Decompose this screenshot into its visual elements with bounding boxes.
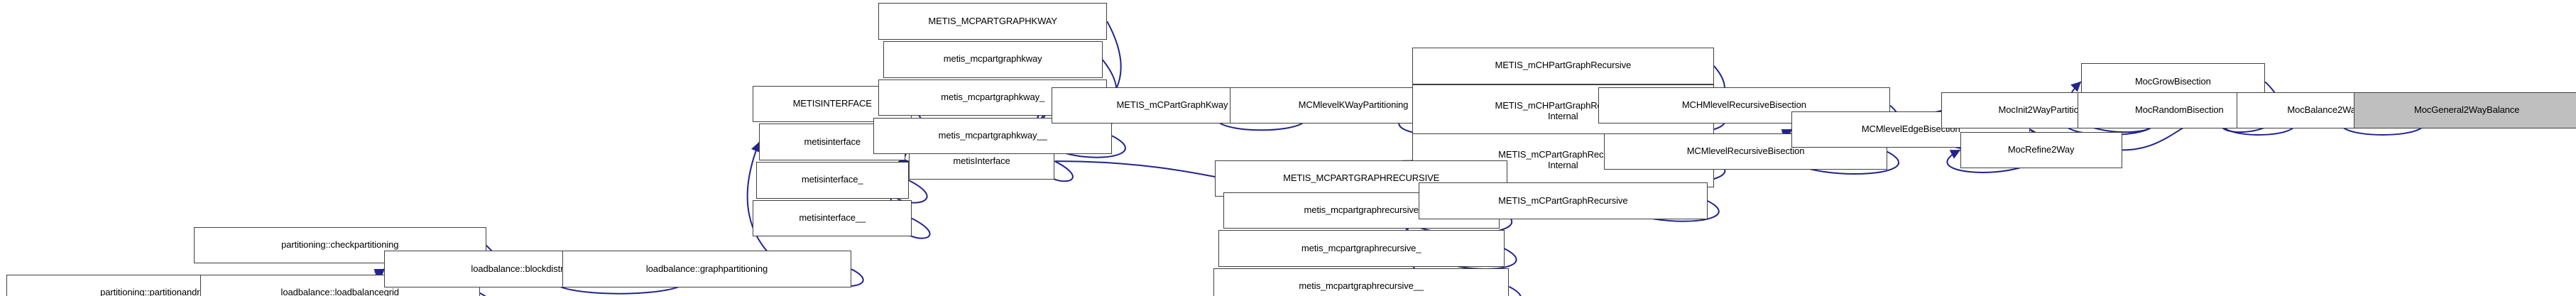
graph-node-metisinterface_[interactable]: metisinterface_ [755,162,909,199]
graph-node-mocrefine2way[interactable]: MocRefine2Way [1960,131,2122,169]
graph-node-metis_mcpartgraphkway[interactable]: metis_mcpartgraphkway [883,41,1103,78]
graph-node-metis_mcpartgraphkway[interactable]: METIS_MCPARTGRAPHKWAY [878,3,1108,40]
graph-node-metisinterface__[interactable]: metisinterface__ [753,199,912,237]
graph-edge [1405,200,1517,270]
graph-node-metis_mcpartgraphrecursive[interactable]: METIS_mCPartGraphRecursive [1418,182,1708,219]
graph-node-metis_mcpartgraphrecursive_[interactable]: metis_mcpartgraphrecursive_ [1218,230,1505,267]
graph-node-metis_mcpartgraphrecursive__[interactable]: metis_mcpartgraphrecursive__ [1213,268,1510,296]
graph-node-metis_mchpartgraphrecursive[interactable]: METIS_mCHPartGraphRecursive [1412,48,1714,84]
graph-node-mchmlevelrecursivebisection[interactable]: MCHMlevelRecursiveBisection [1598,87,1891,124]
graph-node-mocgeneral2waybalance[interactable]: MocGeneral2WayBalance [2354,92,2576,129]
graph-node-loadbalance-graphpartitioning[interactable]: loadbalance::graphpartitioning [562,251,852,287]
